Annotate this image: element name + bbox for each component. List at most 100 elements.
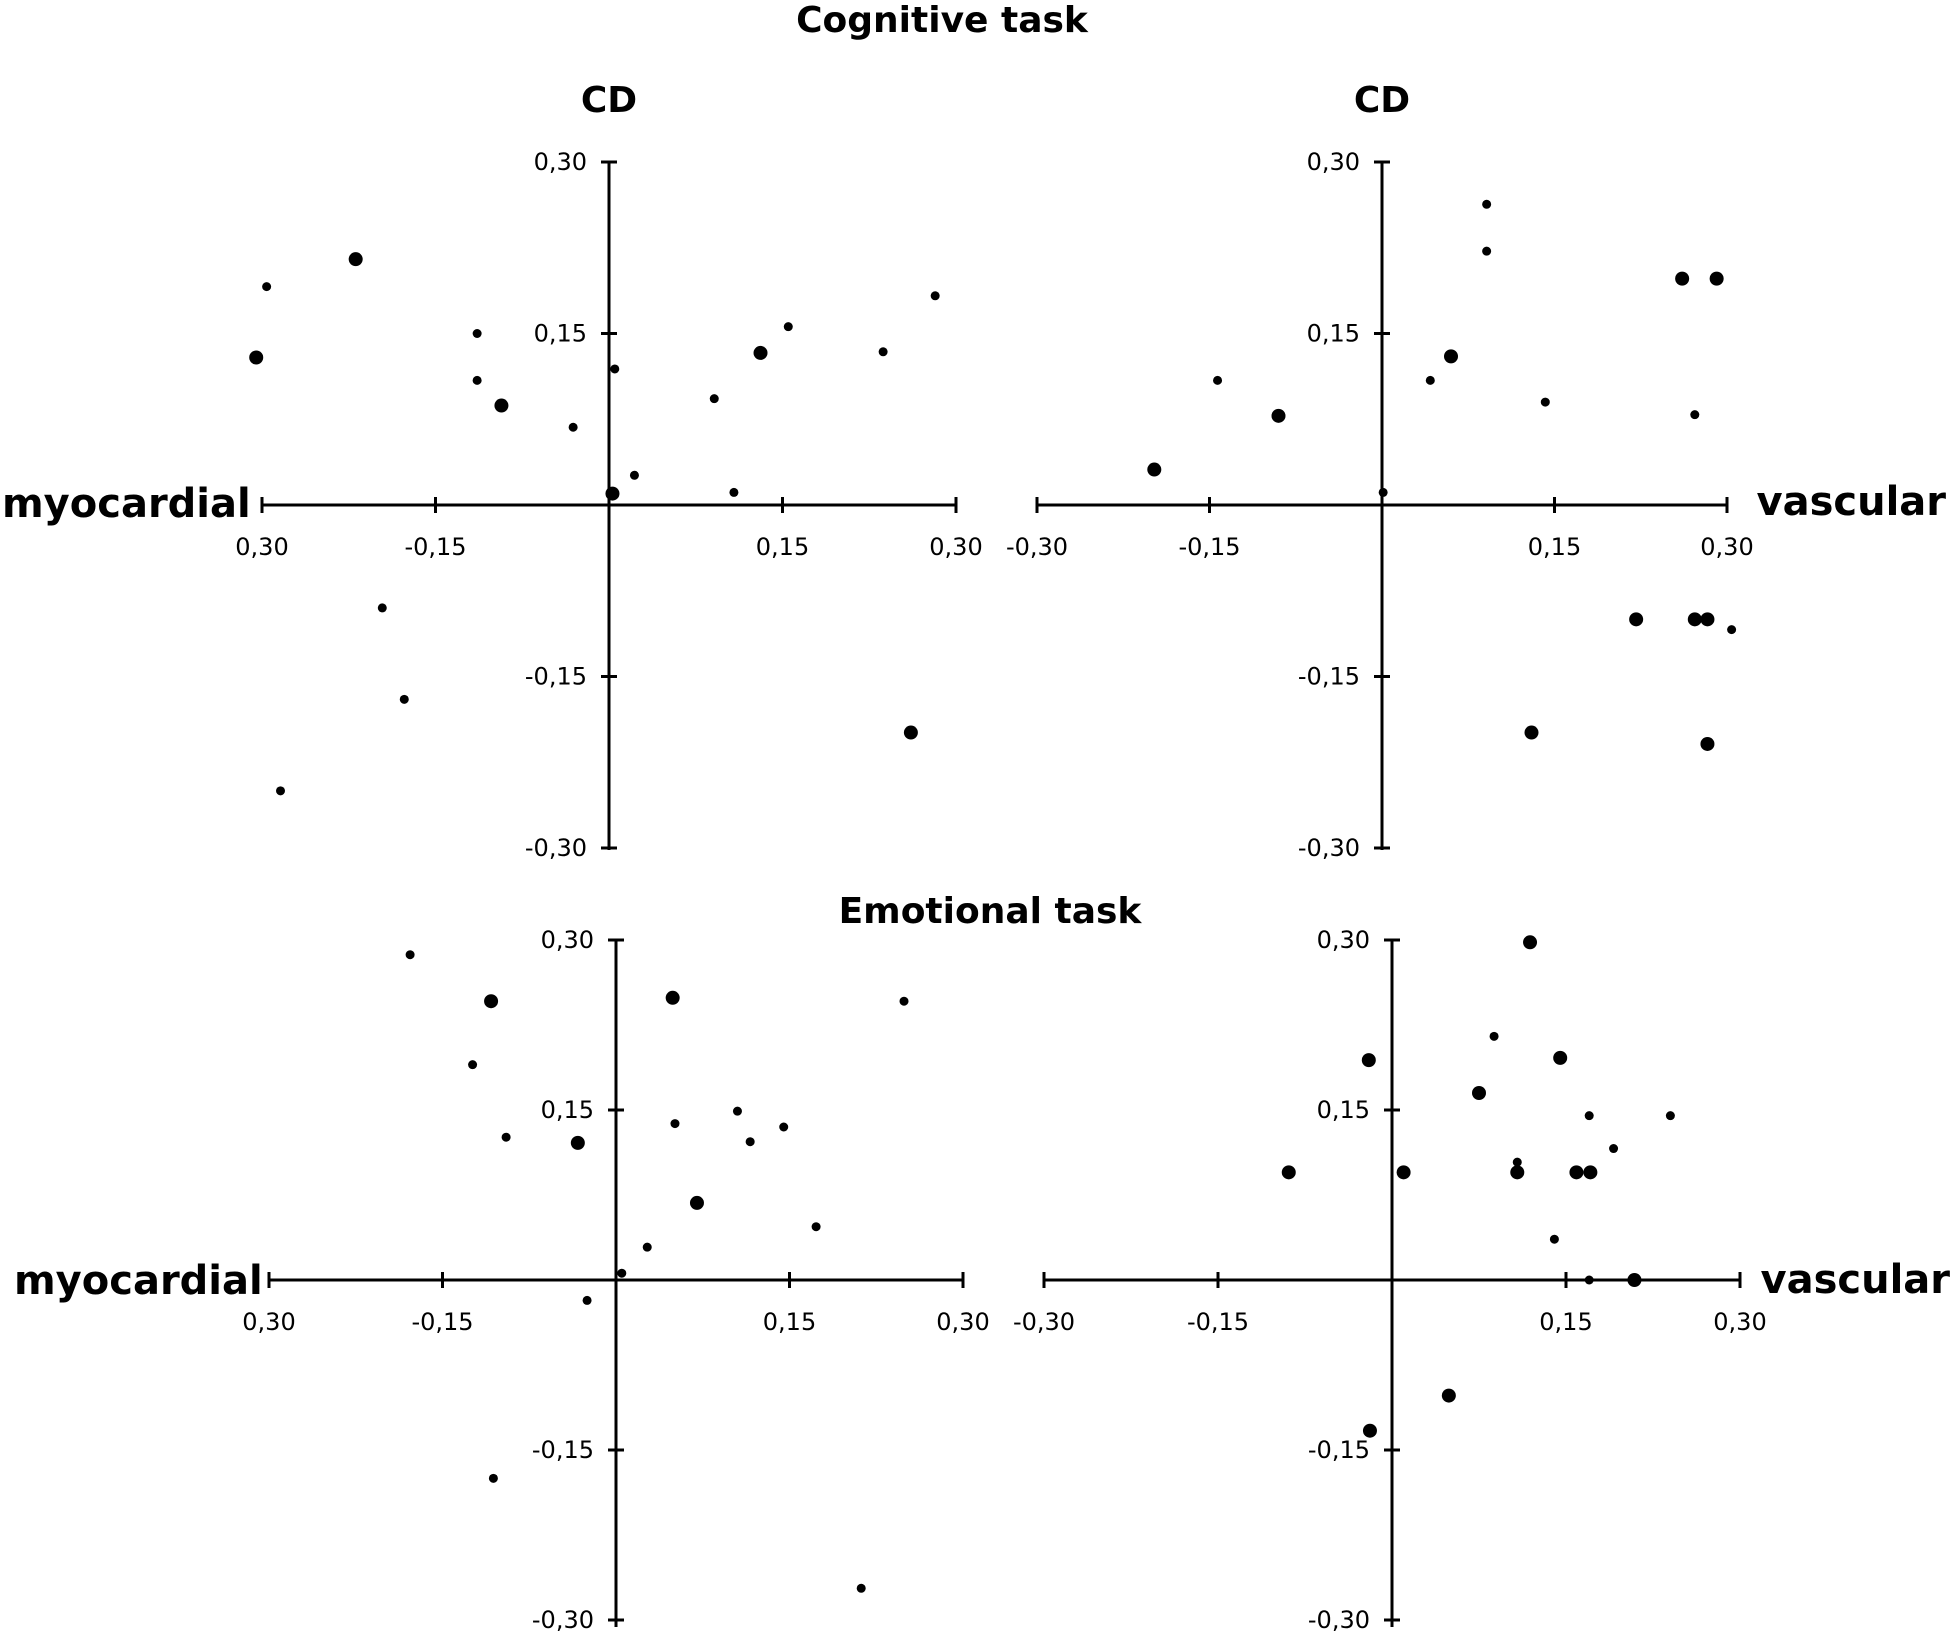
data-point: [1482, 246, 1492, 256]
data-point: [570, 1135, 585, 1150]
data-point: [249, 350, 264, 365]
x-tick-label: -0,15: [411, 1308, 473, 1336]
data-point: [1444, 349, 1458, 364]
data-point: [1700, 736, 1715, 751]
data-point: [1378, 487, 1388, 497]
data-point: [1489, 1031, 1499, 1041]
myocardial-label-emotional: myocardial: [14, 1258, 263, 1304]
data-point: [1425, 375, 1435, 385]
data-point: [1569, 1165, 1584, 1180]
x-tick-label: 0,30: [929, 533, 982, 561]
data-point: [1627, 1273, 1642, 1287]
data-point: [1540, 397, 1550, 407]
y-tick-label: 0,15: [541, 1096, 594, 1124]
data-point: [1727, 625, 1737, 635]
emotional-task-title: Emotional task: [839, 891, 1143, 932]
data-point: [377, 603, 387, 613]
data-point: [670, 1119, 680, 1129]
data-point: [1709, 271, 1724, 286]
data-point: [262, 282, 272, 292]
data-point: [729, 487, 739, 497]
y-tick-label: -0,30: [525, 834, 587, 862]
y-tick-label: -0,30: [1298, 834, 1360, 862]
data-point: [930, 291, 940, 301]
data-point: [689, 1195, 704, 1210]
y-tick-label: 0,30: [1317, 926, 1370, 954]
y-tick-label: 0,15: [1317, 1096, 1370, 1124]
data-point: [1482, 199, 1492, 209]
data-point: [1700, 612, 1715, 627]
data-point: [1687, 612, 1702, 627]
data-point: [1675, 271, 1690, 286]
data-point: [1510, 1165, 1525, 1180]
data-point: [399, 694, 409, 704]
data-point: [348, 252, 363, 267]
x-tick-label: -0,30: [1006, 533, 1068, 561]
data-point: [582, 1295, 592, 1305]
x-tick-label: 0,30: [1713, 1308, 1766, 1336]
data-point: [468, 1060, 478, 1070]
data-point: [605, 486, 620, 501]
data-point: [732, 1106, 742, 1116]
data-point: [899, 996, 909, 1006]
y-axis-title: CD: [1354, 80, 1410, 121]
x-tick-label: 0,30: [242, 1308, 295, 1336]
x-tick-label: -0,15: [404, 533, 466, 561]
data-point: [1553, 1050, 1568, 1065]
myocardial-label-cognitive: myocardial: [2, 481, 251, 527]
x-tick-label: 0,30: [936, 1308, 989, 1336]
x-tick-label: 0,30: [235, 533, 288, 561]
data-point: [665, 990, 680, 1005]
data-point: [1629, 612, 1644, 627]
y-tick-label: 0,30: [1307, 148, 1360, 176]
x-tick-label: -0,30: [1013, 1308, 1075, 1336]
data-point: [1281, 1165, 1296, 1180]
data-point: [1583, 1165, 1598, 1180]
cognitive-task-title: Cognitive task: [796, 0, 1089, 41]
data-point: [856, 1583, 866, 1593]
y-axis-title: CD: [581, 80, 637, 121]
y-tick-label: -0,15: [1308, 1436, 1370, 1464]
data-point: [484, 994, 499, 1009]
y-tick-label: -0,30: [1308, 1606, 1370, 1634]
data-point: [1213, 375, 1223, 385]
vascular-label-cognitive: vascular: [1757, 479, 1947, 525]
data-point: [610, 364, 620, 374]
data-point: [709, 394, 719, 404]
data-point: [779, 1122, 789, 1132]
data-point: [1512, 1157, 1522, 1167]
x-tick-label: 0,30: [1700, 533, 1753, 561]
vascular-label-emotional: vascular: [1761, 1257, 1951, 1303]
data-point: [501, 1132, 511, 1142]
data-point: [753, 345, 768, 360]
data-point: [1441, 1388, 1456, 1403]
data-point: [488, 1473, 498, 1483]
x-tick-label: 0,15: [756, 533, 809, 561]
y-tick-label: 0,30: [541, 926, 594, 954]
data-point: [472, 375, 482, 385]
data-point: [1549, 1234, 1559, 1244]
y-tick-label: 0,15: [534, 320, 587, 348]
y-tick-label: -0,15: [1298, 663, 1360, 691]
data-point: [783, 322, 793, 332]
data-point: [1524, 725, 1539, 740]
data-point: [494, 398, 509, 413]
data-point: [1609, 1144, 1619, 1154]
x-tick-label: -0,15: [1178, 533, 1240, 561]
data-point: [642, 1242, 652, 1252]
data-point: [617, 1268, 627, 1278]
data-point: [878, 347, 888, 357]
data-point: [629, 470, 639, 480]
x-tick-label: 0,15: [1528, 533, 1581, 561]
data-point: [1584, 1275, 1594, 1285]
data-point: [405, 950, 415, 960]
data-point: [1690, 410, 1700, 420]
y-tick-label: -0,30: [532, 1606, 594, 1634]
y-tick-label: -0,15: [525, 663, 587, 691]
data-point: [811, 1222, 821, 1232]
data-point: [903, 725, 918, 740]
